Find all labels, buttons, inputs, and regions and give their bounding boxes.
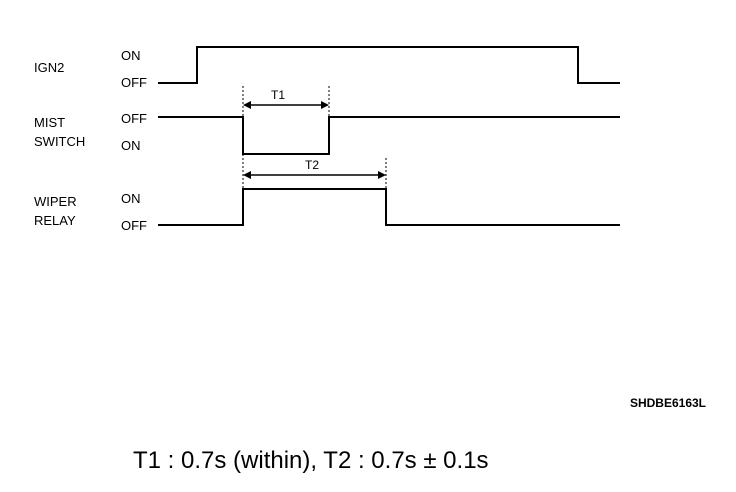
ign2-on-label: ON <box>121 48 141 63</box>
t1-left-arrowhead <box>243 101 251 109</box>
t2-label: T2 <box>305 158 319 172</box>
wiper-relay-name-line1: WIPER <box>34 194 77 209</box>
t2-right-arrowhead <box>378 171 386 179</box>
timing-specification: T1 : 0.7s (within), T2 : 0.7s ± 0.1s <box>133 447 489 474</box>
t2-left-arrowhead <box>243 171 251 179</box>
ign2-off-label: OFF <box>121 75 147 90</box>
mist-switch-waveform <box>158 116 620 155</box>
t1-right-arrowhead <box>321 101 329 109</box>
figure-code: SHDBE6163L <box>630 396 706 410</box>
mist-switch-on-label: ON <box>121 138 141 153</box>
wiper-relay-off-label: OFF <box>121 218 147 233</box>
wiper-relay-waveform <box>158 188 620 226</box>
mist-switch-name-line2: SWITCH <box>34 134 85 149</box>
ign2-signal-name: IGN2 <box>34 60 64 75</box>
t1-label: T1 <box>271 88 285 102</box>
ign2-waveform <box>158 46 620 84</box>
wiper-relay-name-line2: RELAY <box>34 213 76 228</box>
mist-switch-name-line1: MIST <box>34 115 65 130</box>
wiper-relay-on-label: ON <box>121 191 141 206</box>
mist-switch-off-label: OFF <box>121 111 147 126</box>
